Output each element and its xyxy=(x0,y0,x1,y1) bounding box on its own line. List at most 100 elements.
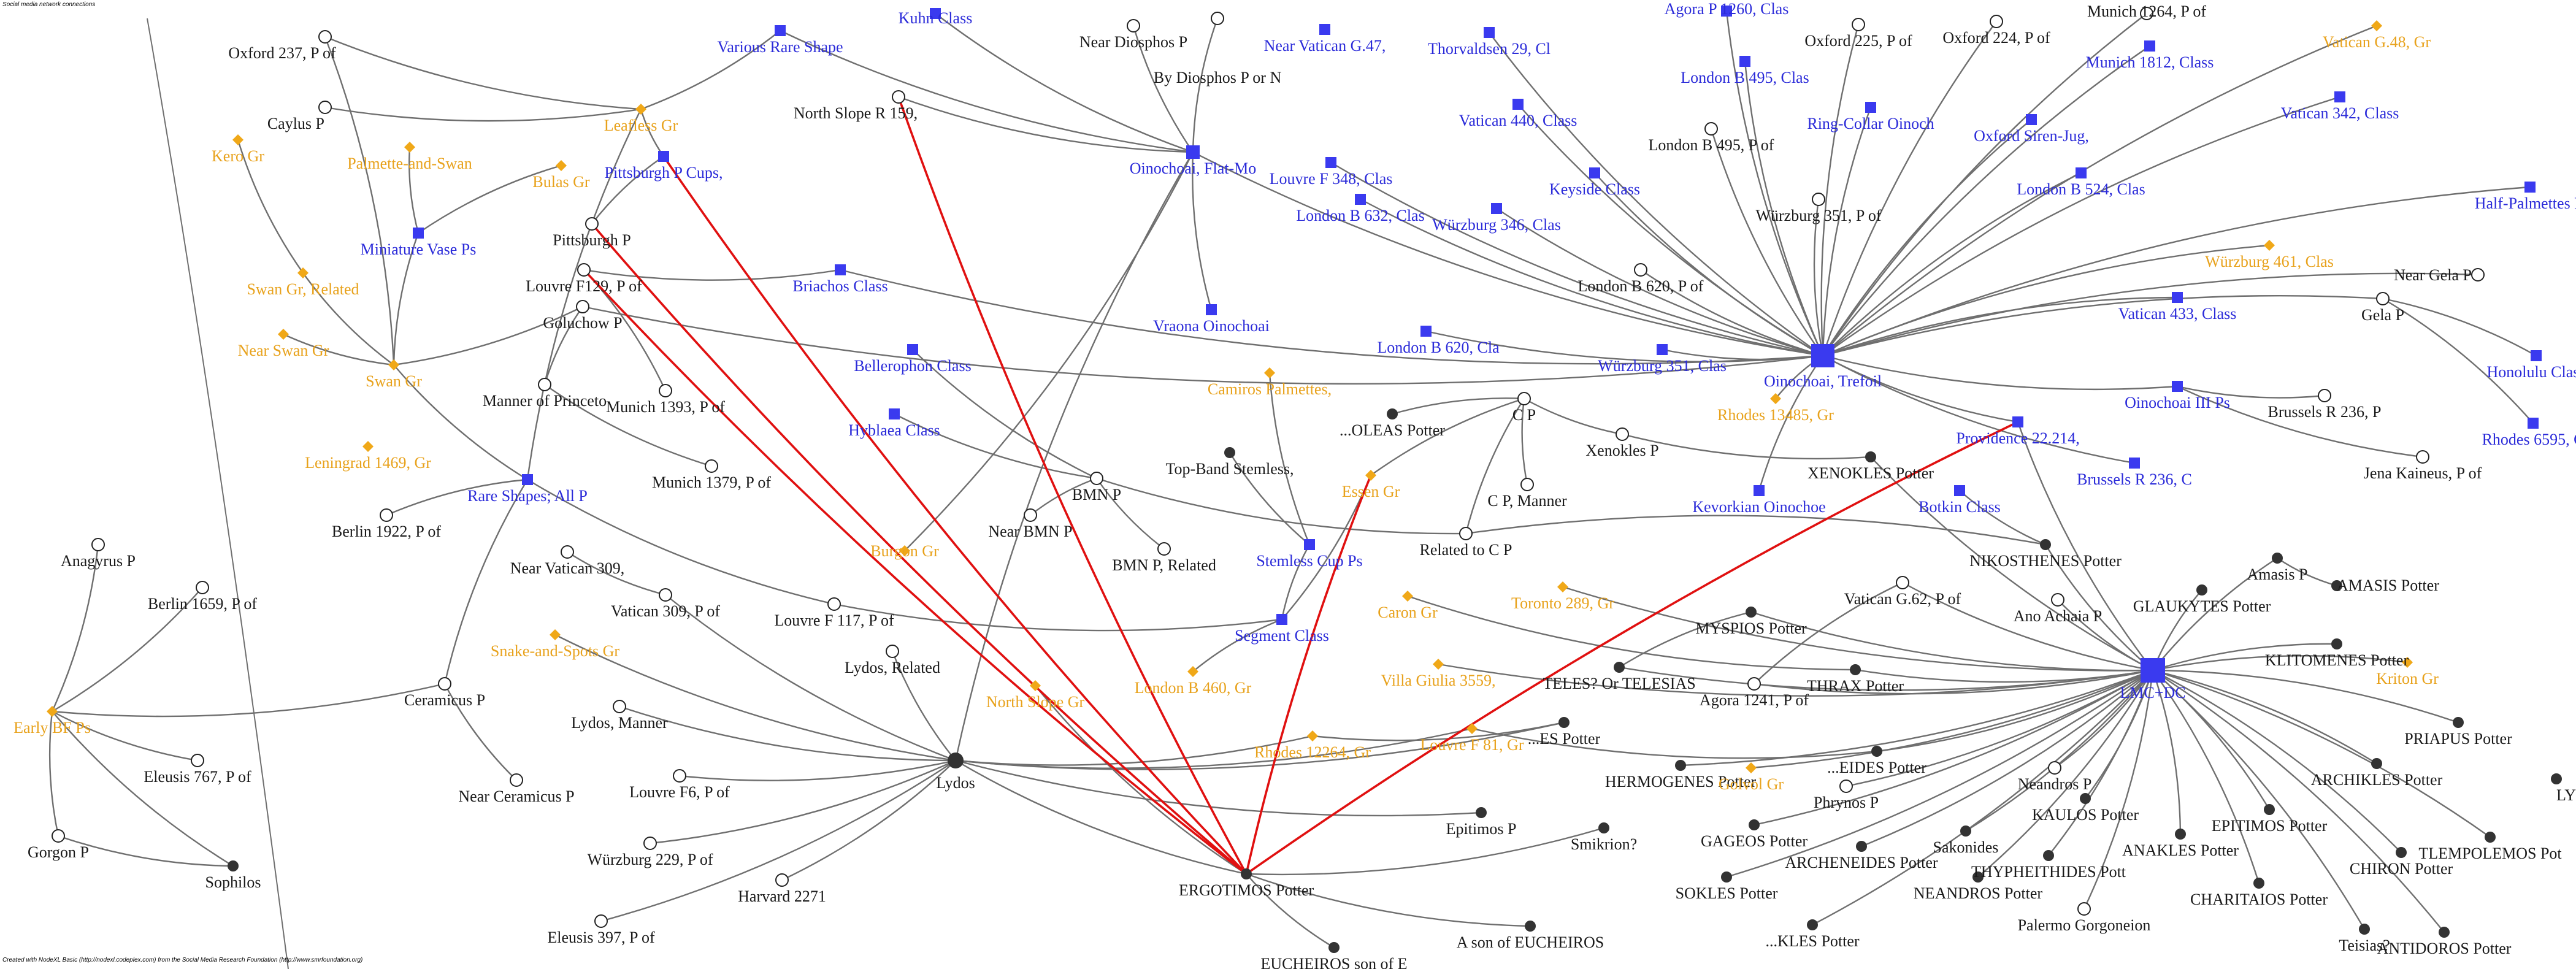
node-caylus[interactable] xyxy=(318,101,332,114)
node-neargela[interactable] xyxy=(2471,268,2485,282)
node-kamiros[interactable] xyxy=(1264,367,1275,378)
node-swan[interactable] xyxy=(388,359,399,370)
node-archeneides[interactable] xyxy=(1856,841,1867,852)
node-priapus[interactable] xyxy=(2453,717,2464,728)
node-gorgon[interactable] xyxy=(52,829,65,843)
node-kero[interactable] xyxy=(232,134,243,145)
node-cpmanner[interactable] xyxy=(1520,478,1534,491)
node-oinoiii[interactable] xyxy=(2172,381,2183,392)
node-thorvaldsen[interactable] xyxy=(1484,27,1495,38)
node-thypheithides[interactable] xyxy=(2043,850,2054,861)
node-glaukytes[interactable] xyxy=(2196,584,2207,596)
node-villagiulia[interactable] xyxy=(1433,659,1444,670)
node-tlempolemos[interactable] xyxy=(2485,832,2496,843)
node-londonb524[interactable] xyxy=(2076,167,2087,178)
node-agoratop[interactable] xyxy=(1721,6,1732,17)
node-botkin[interactable] xyxy=(1954,485,1965,496)
node-oinotrefoil[interactable] xyxy=(1811,344,1834,367)
node-oxfordsiren[interactable] xyxy=(2026,114,2037,125)
node-halfpalmettes[interactable] xyxy=(2524,182,2536,193)
node-asoneucheiros[interactable] xyxy=(1525,921,1536,932)
node-berlin1922[interactable] xyxy=(380,508,393,522)
node-antidoros[interactable] xyxy=(2439,927,2450,938)
node-leningrad1469[interactable] xyxy=(362,441,374,452)
node-rareshapes[interactable] xyxy=(522,474,533,485)
node-bmnp[interactable] xyxy=(1090,472,1103,485)
node-vatican440[interactable] xyxy=(1512,99,1524,110)
node-munichtop[interactable] xyxy=(2140,7,2153,20)
node-hyblaea[interactable] xyxy=(889,408,900,419)
node-bulas[interactable] xyxy=(556,160,567,171)
node-oinoflat[interactable] xyxy=(1186,145,1200,159)
node-xenoklespotter[interactable] xyxy=(1865,451,1876,462)
node-epitimos[interactable] xyxy=(2264,804,2275,815)
node-nearswan[interactable] xyxy=(278,329,289,340)
node-vraona[interactable] xyxy=(1206,304,1217,315)
node-nearbmn[interactable] xyxy=(1024,508,1037,522)
node-neardiosphos[interactable] xyxy=(1127,19,1140,33)
node-anakles[interactable] xyxy=(2175,829,2186,840)
node-lydos[interactable] xyxy=(948,753,964,768)
node-pittsburghcups[interactable] xyxy=(658,151,669,162)
node-neandrospotter[interactable] xyxy=(1972,871,1984,883)
node-wurzburg346[interactable] xyxy=(1491,203,1502,214)
node-golvol[interactable] xyxy=(1746,762,1757,773)
node-lydosmanner[interactable] xyxy=(613,700,626,713)
node-providence[interactable] xyxy=(2012,416,2023,427)
node-charitaios[interactable] xyxy=(2253,878,2264,889)
node-pittsburgh[interactable] xyxy=(585,217,599,231)
node-nearvatican309[interactable] xyxy=(561,545,574,559)
node-epitimosp[interactable] xyxy=(1476,807,1487,818)
node-anagyrus[interactable] xyxy=(91,538,105,551)
node-earlybf[interactable] xyxy=(47,706,58,717)
node-kuhn[interactable] xyxy=(930,8,941,19)
node-espotter[interactable] xyxy=(1558,717,1570,728)
node-bellerophon[interactable] xyxy=(907,344,918,355)
node-wurzburg229[interactable] xyxy=(643,837,657,850)
node-mannerprinceton[interactable] xyxy=(538,378,551,391)
node-londonb495p[interactable] xyxy=(1704,122,1718,136)
node-nikosthenes[interactable] xyxy=(2040,539,2051,550)
node-archikles[interactable] xyxy=(2371,758,2382,769)
node-kaulos[interactable] xyxy=(2080,793,2091,804)
node-neandrosp[interactable] xyxy=(2048,761,2061,775)
node-amasisp[interactable] xyxy=(2272,553,2283,564)
node-palermo[interactable] xyxy=(2077,902,2091,916)
node-stemlesscup[interactable] xyxy=(1304,539,1315,550)
node-northslope[interactable] xyxy=(1030,680,1041,691)
node-agora1241[interactable] xyxy=(1747,677,1761,691)
node-topband[interactable] xyxy=(1224,447,1235,458)
node-lmcdc[interactable] xyxy=(2141,658,2165,683)
node-sakonides[interactable] xyxy=(1960,825,1971,837)
node-londonb460[interactable] xyxy=(1187,666,1198,677)
node-palmette[interactable] xyxy=(404,142,415,153)
node-wurzburg351c[interactable] xyxy=(1657,344,1668,355)
node-rhodes12264[interactable] xyxy=(1307,730,1318,741)
node-kles[interactable] xyxy=(1807,919,1818,930)
node-vaticang62[interactable] xyxy=(1896,576,1909,589)
node-phrynos[interactable] xyxy=(1839,779,1853,793)
node-hermogenes[interactable] xyxy=(1675,760,1686,771)
node-chiron[interactable] xyxy=(2396,847,2407,858)
node-mysplos[interactable] xyxy=(1746,607,1757,618)
node-rhodes6595[interactable] xyxy=(2528,418,2539,429)
node-cp[interactable] xyxy=(1517,392,1531,405)
node-smikrion[interactable] xyxy=(1598,822,1609,833)
node-nearvatican47[interactable] xyxy=(1319,24,1330,35)
node-oleas[interactable] xyxy=(1387,408,1398,419)
node-londonb495c[interactable] xyxy=(1739,56,1750,67)
node-variousrare[interactable] xyxy=(775,25,786,36)
node-caron[interactable] xyxy=(1402,591,1413,602)
node-nearceramicus[interactable] xyxy=(510,773,523,787)
node-vatican309[interactable] xyxy=(659,588,672,602)
node-briachos[interactable] xyxy=(835,264,846,275)
node-berlin1659[interactable] xyxy=(196,581,209,594)
node-vatican433[interactable] xyxy=(2172,292,2183,303)
node-toronto289[interactable] xyxy=(1557,581,1568,592)
node-miniature[interactable] xyxy=(413,228,424,239)
node-eleusis397[interactable] xyxy=(594,914,608,928)
node-londonb620p[interactable] xyxy=(1634,263,1647,277)
node-anoachaia[interactable] xyxy=(2051,593,2064,607)
node-gageos[interactable] xyxy=(1749,819,1760,830)
